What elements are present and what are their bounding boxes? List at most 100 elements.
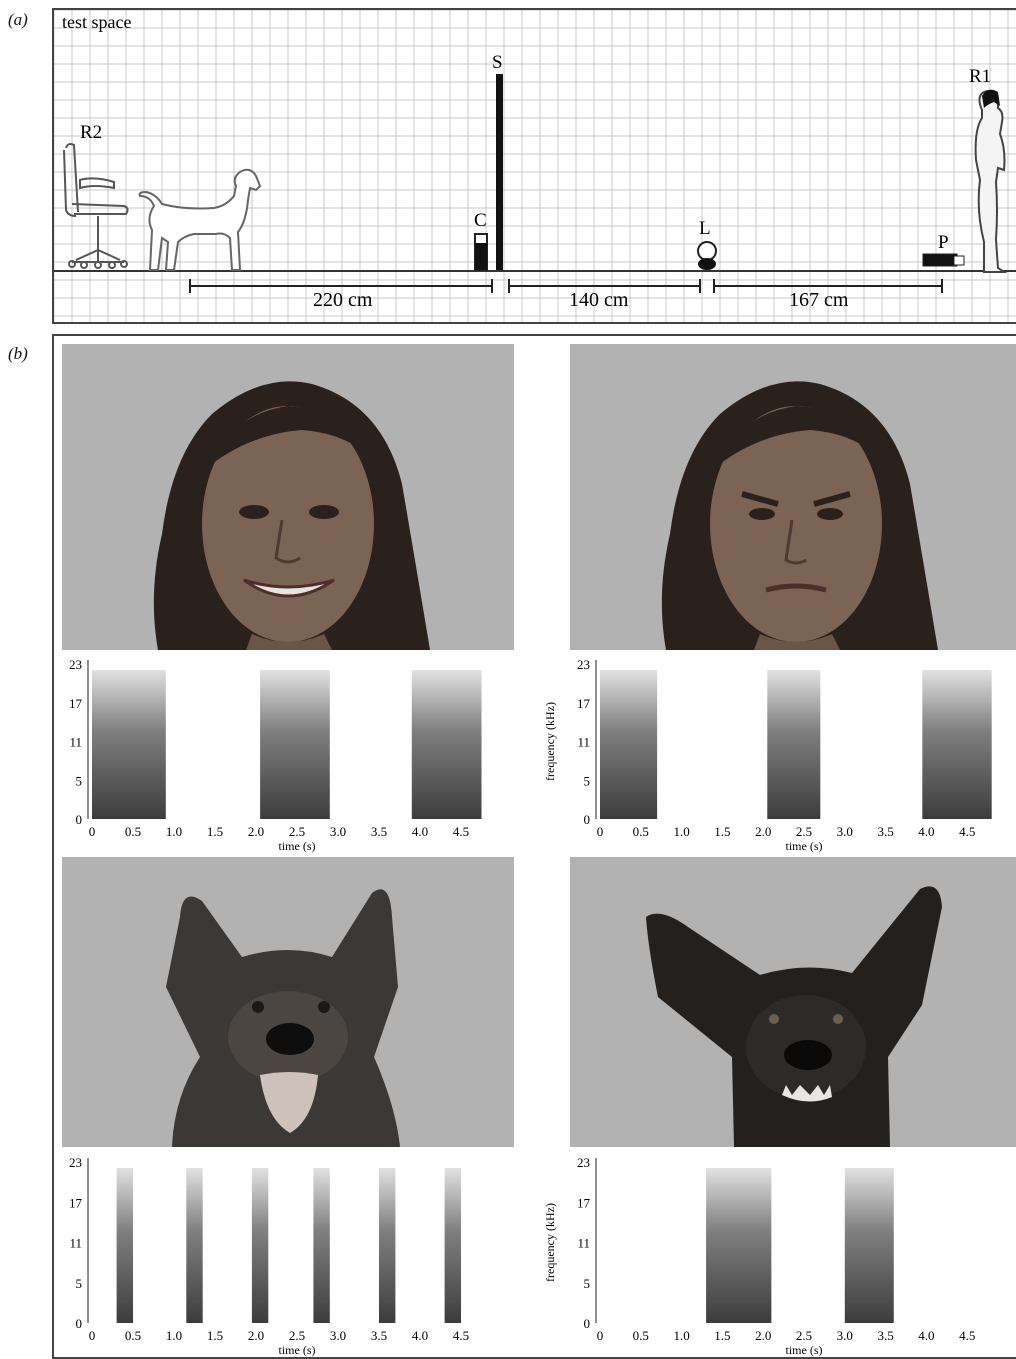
y-tick-label: 0 <box>76 812 83 827</box>
x-tick-label: 4.0 <box>412 824 428 839</box>
y-tick-label: 17 <box>69 696 83 711</box>
x-tick-label: 3.5 <box>371 824 387 839</box>
x-tick-label: 0.5 <box>125 1328 141 1343</box>
x-tick-label: 4.0 <box>412 1328 428 1343</box>
x-tick-label: 3.0 <box>837 1328 853 1343</box>
y-tick-label: 0 <box>584 1316 591 1331</box>
x-tick-label: 2.0 <box>755 824 771 839</box>
x-axis-label: time (s) <box>279 1343 316 1357</box>
y-tick-label: 11 <box>577 1236 590 1251</box>
y-tick-label: 23 <box>69 657 82 672</box>
spectrogram-burst <box>922 670 992 819</box>
x-tick-label: 2.5 <box>289 824 305 839</box>
distance-140: 140 cm <box>569 289 629 311</box>
dog-playful-photo <box>62 857 514 1147</box>
x-tick-label: 3.0 <box>837 824 853 839</box>
y-axis-label: frequency (kHz) <box>543 702 557 781</box>
x-tick-label: 4.5 <box>453 1328 469 1343</box>
human-angry-photo <box>570 344 1016 650</box>
y-tick-label: 0 <box>584 812 591 827</box>
x-tick-label: 3.5 <box>371 1328 387 1343</box>
test-space-grid: test space R2 C S <box>54 10 1016 322</box>
x-tick-label: 1.0 <box>166 824 182 839</box>
x-tick-label: 1.0 <box>673 1328 689 1343</box>
x-tick-label: 3.5 <box>877 1328 893 1343</box>
spectrogram-burst <box>444 1168 461 1323</box>
spectrogram-burst <box>706 1168 772 1323</box>
grid-lines <box>54 10 1016 322</box>
marker-l: L <box>699 218 711 239</box>
distance-167: 167 cm <box>789 289 849 311</box>
distance-220: 220 cm <box>313 289 373 311</box>
x-tick-label: 1.0 <box>673 824 689 839</box>
marker-r1: R1 <box>969 66 991 87</box>
y-tick-label: 5 <box>76 1276 83 1291</box>
screen-s-marker <box>496 74 503 270</box>
x-tick-label: 2.0 <box>755 1328 771 1343</box>
x-tick-label: 3.0 <box>330 1328 346 1343</box>
marker-r2: R2 <box>80 122 102 143</box>
x-tick-label: 0 <box>597 1328 604 1343</box>
y-tick-label: 17 <box>577 696 591 711</box>
x-tick-label: 0.5 <box>633 1328 649 1343</box>
x-tick-label: 2.5 <box>289 1328 305 1343</box>
marker-c: C <box>474 210 487 231</box>
panel-b-label: (b) <box>8 344 28 363</box>
x-tick-label: 0.5 <box>125 824 141 839</box>
spectrogram-burst <box>767 670 821 819</box>
x-tick-label: 2.0 <box>248 824 264 839</box>
x-axis-label: time (s) <box>786 1343 823 1357</box>
x-tick-label: 4.0 <box>918 824 934 839</box>
dog-aggressive-photo <box>570 857 1016 1147</box>
y-tick-label: 0 <box>76 1316 83 1331</box>
spectrogram-burst <box>116 1168 133 1323</box>
marker-p: P <box>938 232 949 253</box>
y-tick-label: 5 <box>584 773 591 788</box>
x-tick-label: 4.5 <box>959 1328 975 1343</box>
x-tick-label: 4.0 <box>918 1328 934 1343</box>
y-tick-label: 5 <box>584 1276 591 1291</box>
test-space-label: test space <box>62 12 131 32</box>
loudspeaker-l-marker <box>697 241 717 270</box>
spectrogram-burst <box>260 670 330 819</box>
x-tick-label: 1.5 <box>207 1328 223 1343</box>
spectrogram-burst <box>251 1168 269 1323</box>
x-tick-label: 0 <box>89 1328 96 1343</box>
panel-a-label: (a) <box>8 10 28 29</box>
chair-icon <box>63 143 129 269</box>
spectrogram-burst <box>600 670 658 819</box>
y-axis-label: frequency (kHz) <box>543 1203 557 1282</box>
x-tick-label: 0.5 <box>633 824 649 839</box>
spectrogram-burst <box>313 1168 330 1323</box>
y-tick-label: 5 <box>76 773 83 788</box>
human-happy-photo <box>62 344 514 650</box>
cylinder-c-marker <box>474 233 488 271</box>
spectrogram-burst <box>92 670 166 819</box>
projector-p-marker <box>922 253 965 267</box>
y-tick-label: 23 <box>69 1155 82 1170</box>
x-tick-label: 4.5 <box>959 824 975 839</box>
x-tick-label: 1.0 <box>166 1328 182 1343</box>
x-tick-label: 3.0 <box>330 824 346 839</box>
spectrogram-burst <box>186 1168 203 1323</box>
y-tick-label: 11 <box>577 735 590 750</box>
spectrogram-burst <box>844 1168 894 1323</box>
marker-s: S <box>492 52 503 73</box>
x-tick-label: 1.5 <box>714 824 730 839</box>
test-space-diagram: test space R2 C S <box>52 8 1016 324</box>
x-tick-label: 0 <box>89 824 96 839</box>
spectrogram-burst <box>411 670 482 819</box>
x-tick-label: 2.5 <box>796 1328 812 1343</box>
distance-lines <box>189 279 943 293</box>
dog-silhouette-icon <box>138 168 262 271</box>
x-axis-label: time (s) <box>786 839 823 853</box>
x-tick-label: 3.5 <box>877 824 893 839</box>
